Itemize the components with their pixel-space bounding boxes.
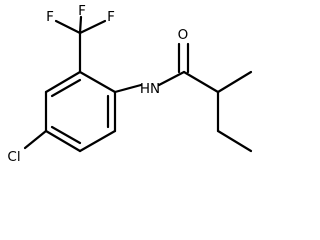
ring-double-bond-c2-c3 (50, 78, 82, 98)
bond-ch-to-methyl (216, 70, 253, 94)
ring-bond-c2-c3 (44, 70, 82, 94)
ring-bond-c5-c6 (78, 129, 117, 153)
bond-carbonyl-to-ch (182, 70, 220, 94)
bond-ring-to-cl (23, 129, 48, 150)
ring-double-bond-c4-c5 (50, 125, 82, 145)
ring-bond-c4-c5 (44, 129, 82, 153)
chemical-structure: F F F Cl HN O (7, 3, 253, 165)
atom-label-f2: F (78, 3, 86, 19)
atom-label-f1: F (46, 9, 54, 25)
atom-label-nh: HN (140, 81, 160, 97)
bond-c-f3 (78, 19, 107, 35)
atom-label-o: O (178, 27, 189, 43)
atom-label-cl: Cl (7, 149, 20, 165)
atom-label-f3: F (107, 9, 115, 25)
ring-bond-c1-c2 (78, 70, 117, 94)
bond-ring-to-nh (113, 83, 143, 94)
bond-ch2-to-ch3 (216, 129, 253, 153)
bond-c-f1 (54, 19, 82, 35)
bond-nh-to-carbonyl (157, 70, 186, 87)
bond-c-f2 (78, 15, 83, 35)
